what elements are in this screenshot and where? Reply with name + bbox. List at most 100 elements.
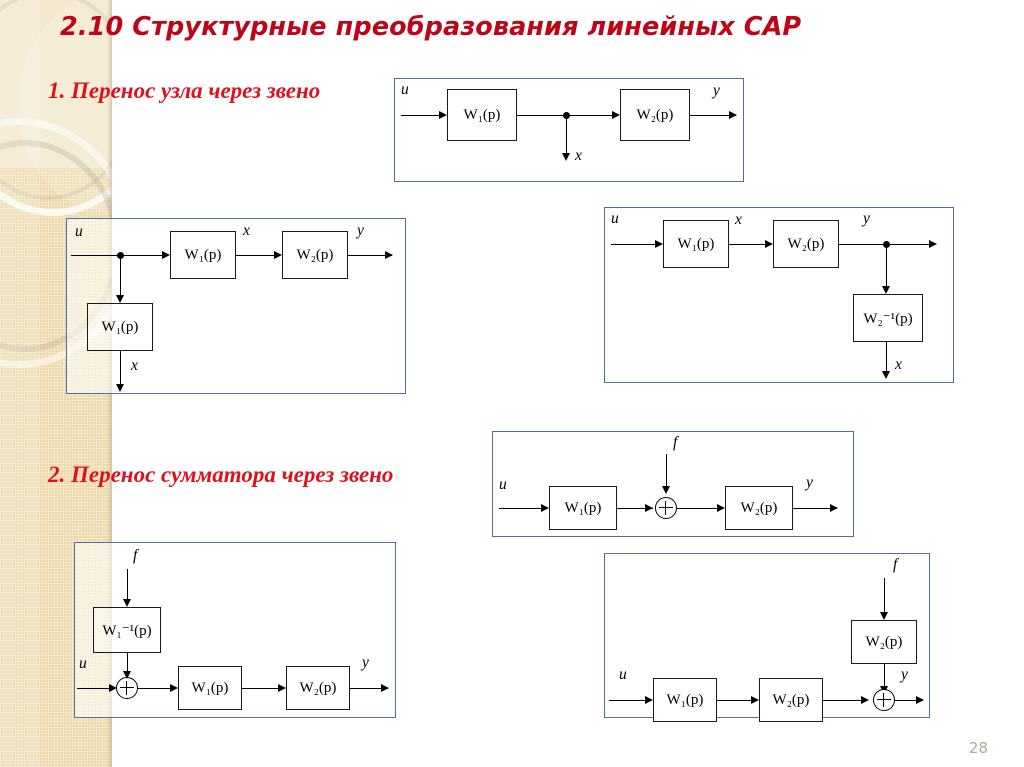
block-w1-inverse: W₁⁻¹(p) — [93, 607, 161, 653]
arrow-to-w1-icon — [541, 504, 549, 512]
signal-label-x: x — [243, 222, 250, 239]
block-w2-branch-label: W₂(p) — [865, 633, 903, 650]
arrow-down-x-icon — [882, 371, 890, 379]
block-w1-label: W₁(p) — [666, 691, 704, 708]
wire-input — [77, 688, 115, 689]
block-w1: W₁(p) — [653, 678, 717, 722]
block-w1: W₁(p) — [178, 666, 242, 710]
block-w1: W₁(p) — [549, 486, 617, 530]
block-w2-inverse: W₂⁻¹(p) — [853, 294, 923, 342]
arrow-to-w1-icon — [170, 684, 178, 692]
arrow-output-icon — [830, 504, 838, 512]
wire-node-to-w1 — [120, 255, 168, 256]
summator — [655, 497, 677, 519]
block-w1-label: W₁(p) — [184, 246, 222, 263]
signal-label-u: u — [611, 210, 619, 227]
block-w2-label: W₂(p) — [299, 679, 337, 696]
diagram-2-frame: u W₁(p) x W₂(p) y W₁(p) x — [66, 218, 406, 394]
wire-node-to-w2 — [566, 115, 618, 116]
block-w2: W₂(p) — [759, 678, 823, 722]
signal-label-y: y — [362, 654, 369, 671]
wire-input — [401, 115, 445, 116]
block-w2-label: W₂(p) — [787, 235, 825, 252]
signal-label-u: u — [401, 81, 409, 98]
arrow-output-icon — [729, 111, 737, 119]
wire-output — [348, 255, 392, 256]
arrow-to-w1-icon — [655, 240, 663, 248]
arrow-to-w2-icon — [765, 240, 773, 248]
wire-w1-to-w2 — [242, 688, 284, 689]
diagram-1-frame: u W₁(p) W₂(p) y x — [394, 78, 744, 182]
signal-label-y: y — [357, 222, 364, 239]
block-w2-label: W₂(p) — [296, 246, 334, 263]
arrow-f-down-icon — [662, 486, 670, 494]
block-w1-label: W₁(p) — [463, 106, 501, 123]
signal-label-u: u — [499, 476, 507, 493]
arrow-down-to-w2inv-icon — [882, 286, 890, 294]
arrow-down-to-sum-icon — [123, 671, 131, 679]
wire-branch-down — [886, 244, 887, 290]
wire-f-input — [666, 454, 667, 490]
signal-label-x: x — [575, 147, 582, 164]
arrow-to-w2-icon — [751, 696, 759, 704]
signal-label-f: f — [133, 547, 138, 564]
wire-output — [793, 508, 837, 509]
arrow-to-w2-icon — [274, 251, 282, 259]
wire-input — [71, 255, 129, 256]
wire-branch-down — [120, 255, 121, 299]
block-w1-label: W₁(p) — [564, 499, 602, 516]
arrow-to-w1-icon — [439, 111, 447, 119]
wire-output — [886, 244, 934, 245]
block-w2: W₂(p) — [286, 666, 350, 710]
wire-f-input — [884, 578, 885, 616]
page-number: 28 — [968, 739, 988, 757]
block-w1-branch: W₁(p) — [87, 303, 153, 351]
block-w1: W₁(p) — [663, 220, 729, 268]
signal-label-u: u — [619, 666, 627, 683]
wire-w2-to-node — [839, 244, 889, 245]
arrow-output-icon — [916, 696, 924, 704]
block-w1-inverse-label: W₁⁻¹(p) — [102, 622, 152, 639]
diagram-4-frame: u W₁(p) f W₂(p) y — [492, 431, 854, 537]
signal-label-y: y — [863, 210, 870, 227]
wire-w1-to-w2 — [729, 244, 771, 245]
block-w2: W₂(p) — [282, 231, 348, 279]
signal-label-x-out: x — [895, 356, 902, 373]
wire-output — [895, 700, 923, 701]
diagram-6-frame: f W₂(p) u W₁(p) W₂(p) y — [604, 553, 930, 722]
wire-w1-to-w2 — [717, 700, 757, 701]
block-w2: W₂(p) — [773, 220, 839, 268]
arrow-f-down-icon — [880, 612, 888, 620]
wire-output — [350, 688, 388, 689]
block-w1: W₁(p) — [447, 89, 517, 141]
block-w1-branch-label: W₁(p) — [101, 318, 139, 335]
wire-input — [499, 508, 547, 509]
wire-sum-to-w2 — [677, 508, 723, 509]
wire-input — [609, 700, 651, 701]
block-w2-label: W₂(p) — [636, 106, 674, 123]
signal-label-x-out: x — [131, 357, 138, 374]
diagram-5-frame: f W₁⁻¹(p) u W₁(p) W₂(p) y — [74, 542, 396, 718]
arrow-to-w2-icon — [278, 684, 286, 692]
wire-w2-to-sum — [823, 700, 867, 701]
band-stripe — [0, 0, 40, 767]
signal-label-x: x — [735, 211, 742, 228]
arrow-to-w1-icon — [162, 251, 170, 259]
wire-w1-to-w2 — [236, 255, 280, 256]
wire-output — [690, 115, 736, 116]
wire-w1-to-node — [517, 115, 567, 116]
signal-label-y: y — [806, 474, 813, 491]
arrow-to-sum-icon — [861, 696, 869, 704]
wire-f-input — [127, 569, 128, 603]
block-w2: W₂(p) — [620, 89, 690, 141]
signal-label-u: u — [75, 223, 83, 240]
arrow-down-x-icon — [116, 384, 124, 392]
arrow-output-icon — [385, 251, 393, 259]
block-w1-label: W₁(p) — [191, 679, 229, 696]
summator — [873, 689, 895, 711]
signal-label-y: y — [713, 82, 720, 99]
wire-w1copy-out — [120, 351, 121, 389]
signal-label-f: f — [673, 434, 678, 451]
arrow-f-down-icon — [123, 599, 131, 607]
arrow-output-icon — [381, 684, 389, 692]
